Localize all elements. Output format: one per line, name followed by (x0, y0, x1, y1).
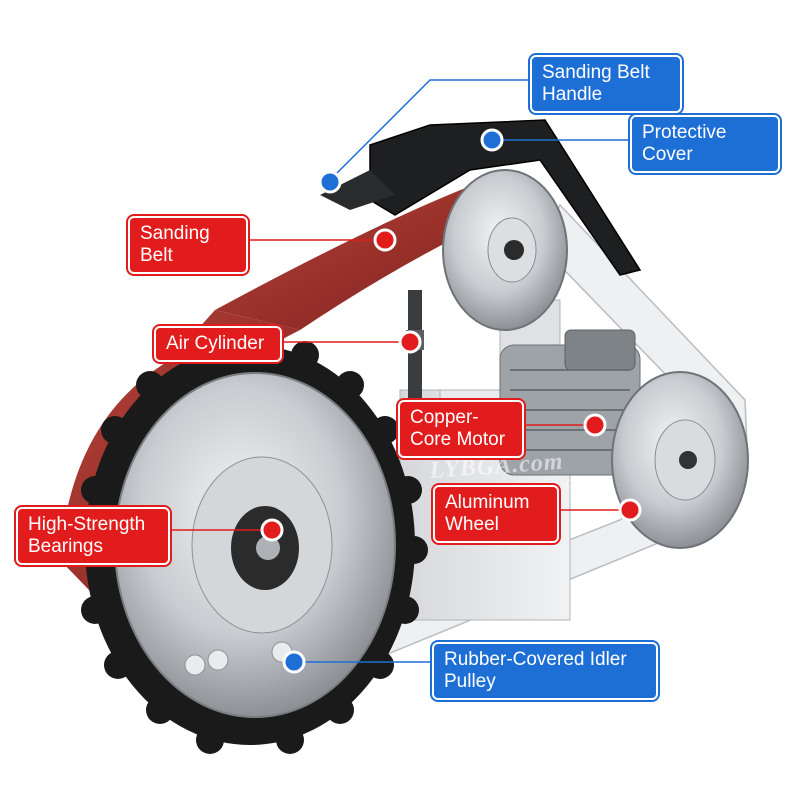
label-sanding-belt-handle: Sanding Belt Handle (530, 55, 682, 113)
label-protective-cover: Protective Cover (630, 115, 780, 173)
label-sanding-belt: Sanding Belt (128, 216, 248, 274)
label-rubber-covered-idler-pulley: Rubber-Covered Idler Pulley (432, 642, 658, 700)
callout-dots (260, 128, 642, 674)
rubber-covered-wheel (74, 331, 428, 754)
label-air-cylinder: Air Cylinder (154, 326, 282, 362)
top-pulley (442, 169, 568, 331)
label-aluminum-wheel: Aluminum Wheel (433, 485, 559, 543)
label-copper-core-motor: Copper- Core Motor (398, 400, 524, 458)
label-high-strength-bearings: High-Strength Bearings (16, 507, 170, 565)
protective-cover (320, 119, 642, 276)
aluminum-wheel (611, 371, 749, 549)
callout-leader-lines (170, 79, 630, 663)
motor-body (499, 329, 641, 476)
